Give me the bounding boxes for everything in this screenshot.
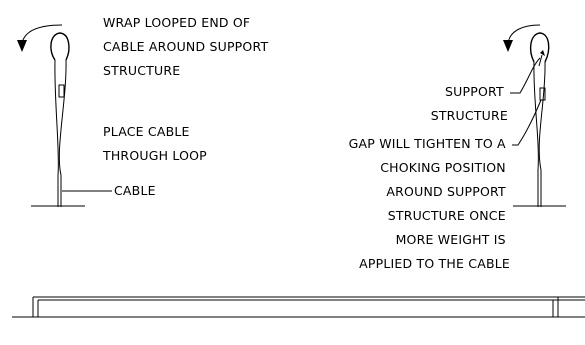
place-instruction-line-2: THROUGH LOOP [102,148,207,163]
gap-note-line-1: GAP WILL TIGHTEN TO A [349,136,506,151]
left-detail: WRAP LOOPED END OF CABLE AROUND SUPPORT … [17,15,272,207]
right-detail: SUPPORT STRUCTURE GAP WILL TIGHTEN TO A … [349,24,566,271]
gap-note-line-6: APPLIED TO THE CABLE [359,256,510,271]
support-structure-label: SUPPORT STRUCTURE [431,84,508,123]
wrap-instruction: WRAP LOOPED END OF CABLE AROUND SUPPORT … [103,15,272,78]
gap-note: GAP WILL TIGHTEN TO A CHOKING POSITION A… [349,136,510,271]
cable-strand-b [58,59,67,207]
gap-tighten-arrow [538,54,543,67]
cable-ferrule [58,84,65,98]
cable-loop [50,32,70,61]
gap-tighten-arrowhead [540,50,545,56]
wrap-instruction-line-1: WRAP LOOPED END OF [103,15,250,30]
right-cable-strand-b [538,61,546,207]
gap-note-leader-line [512,99,542,146]
gap-note-line-3: AROUND SUPPORT [386,184,506,199]
wrap-direction-arrow [21,24,63,44]
place-instruction: PLACE CABLE THROUGH LOOP [102,124,207,163]
right-cable-loop [529,32,550,63]
right-cable-strand-a [533,61,539,207]
place-instruction-line-1: PLACE CABLE [103,124,190,139]
cable-strand-a [54,59,59,207]
support-beam [12,296,585,318]
gap-note-line-5: MORE WEIGHT IS [396,232,506,247]
wrap-arrowhead [17,40,27,52]
wrap-instruction-line-2: CABLE AROUND SUPPORT [103,39,268,54]
support-label-line-2: STRUCTURE [431,108,508,123]
support-leader-line [510,57,541,94]
support-label-line-1: SUPPORT [445,84,504,99]
gap-note-line-2: CHOKING POSITION [380,160,506,175]
cable-label: CABLE [114,183,156,198]
wrap-instruction-line-3: STRUCTURE [103,63,180,78]
gap-note-line-4: STRUCTURE ONCE [388,208,506,223]
right-wrap-arrowhead [503,40,513,52]
right-cable-ferrule [539,87,546,101]
